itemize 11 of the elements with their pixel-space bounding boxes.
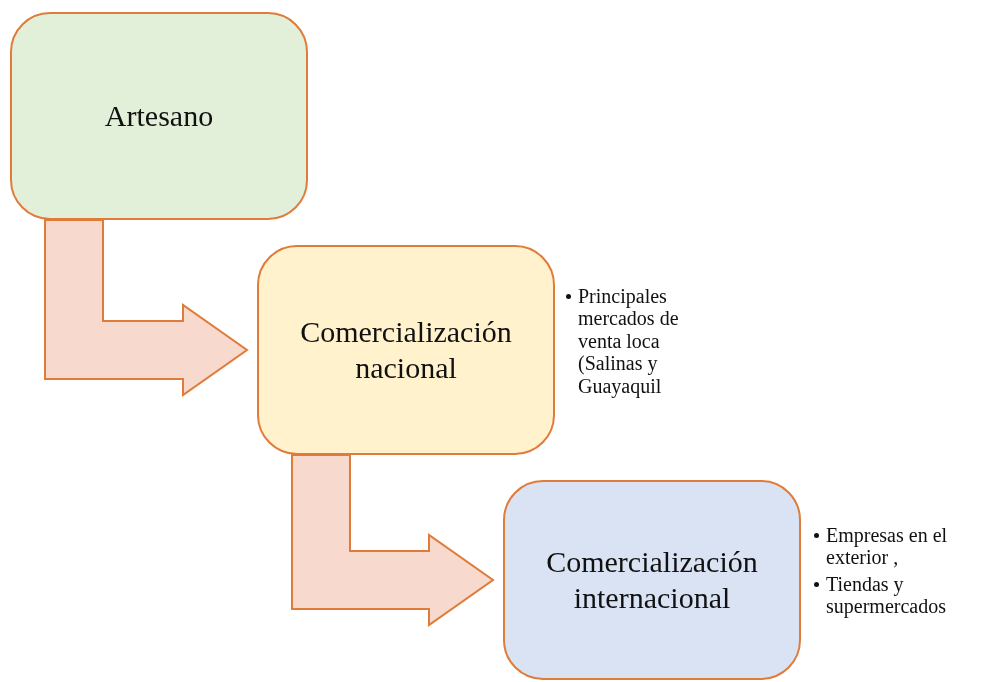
box-label: Comercialización internacional xyxy=(545,544,759,616)
box-label: Comercialización nacional xyxy=(299,314,513,386)
bullet-note: Empresas en el exterior , xyxy=(813,524,1006,569)
box-label: Artesano xyxy=(104,98,214,134)
bullet-note: Principales mercados de venta loca (Salinas y Guayaquil xyxy=(565,285,725,397)
bullet-note: Tiendas y supermercados xyxy=(813,572,1006,618)
process-box xyxy=(503,480,801,680)
bent-arrow xyxy=(291,454,495,627)
process-box xyxy=(257,245,555,455)
bent-arrow xyxy=(44,219,249,397)
process-box xyxy=(10,12,308,220)
